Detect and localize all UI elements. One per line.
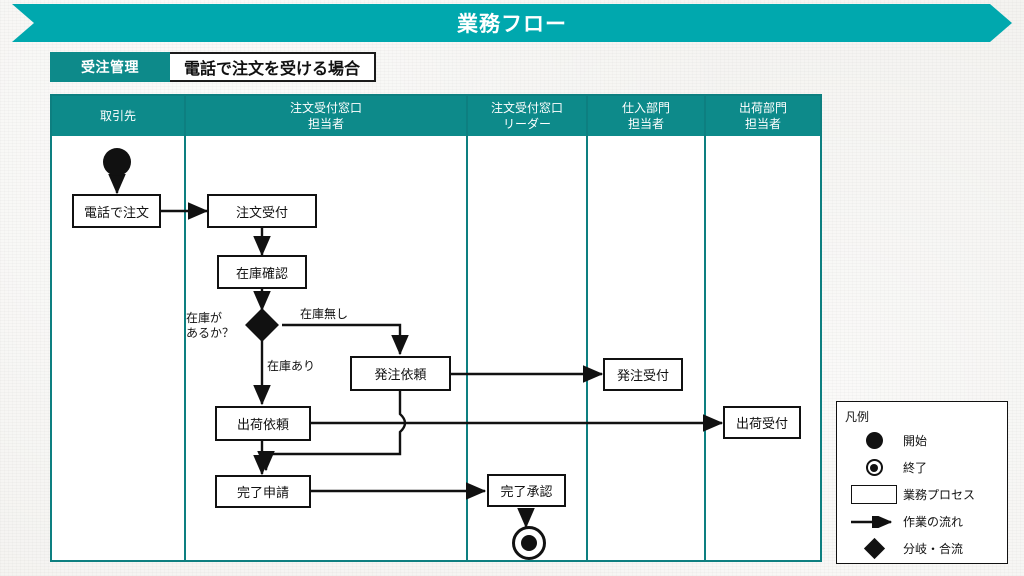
subheader: 受注管理 電話で注文を受ける場合 bbox=[50, 52, 377, 82]
legend-title: 凡例 bbox=[845, 410, 870, 424]
legend-item-decision: 分岐・合流 bbox=[845, 535, 999, 562]
lane-header-line1: 注文受付窓口 bbox=[490, 100, 563, 115]
process-box-icon bbox=[845, 485, 903, 504]
swimlane-table: 取引先 注文受付窓口 担当者 注文受付窓口 リーダー 仕入部門 担当者 出荷部門… bbox=[50, 94, 822, 562]
legend-item-label: 業務プロセス bbox=[903, 488, 976, 502]
lane-column-shipping bbox=[706, 136, 820, 560]
legend-item-label: 終了 bbox=[903, 461, 928, 475]
page-title: 業務フロー bbox=[457, 12, 567, 36]
lane-header-shipping: 出荷部門 担当者 bbox=[706, 96, 820, 136]
page-title-ribbon: 業務フロー bbox=[12, 4, 1012, 42]
legend-panel: 凡例 開始 終了 業務プロセス 作業の流れ 分岐・合流 bbox=[836, 401, 1008, 564]
swimlane-body bbox=[52, 136, 820, 560]
diamond-icon bbox=[845, 537, 903, 560]
lane-header-line1: 仕入部門 bbox=[621, 100, 670, 115]
start-dot-icon bbox=[845, 432, 903, 449]
legend-item-label: 開始 bbox=[903, 434, 928, 448]
lane-header-line2: リーダー bbox=[502, 117, 551, 131]
end-dot-icon bbox=[845, 459, 903, 476]
lane-column-customer bbox=[52, 136, 186, 560]
lane-header-line1: 出荷部門 bbox=[738, 100, 787, 115]
lane-header-purchasing: 仕入部門 担当者 bbox=[588, 96, 706, 136]
lane-header-line2: 担当者 bbox=[307, 117, 344, 131]
arrow-icon bbox=[845, 515, 903, 528]
case-title: 電話で注文を受ける場合 bbox=[170, 52, 377, 82]
lane-header-line2: 担当者 bbox=[627, 117, 664, 131]
lane-column-order-desk-staff bbox=[186, 136, 468, 560]
category-badge: 受注管理 bbox=[50, 52, 170, 82]
legend-item-label: 作業の流れ bbox=[903, 515, 964, 529]
legend-item-flow: 作業の流れ bbox=[845, 508, 999, 535]
lane-column-order-desk-leader bbox=[468, 136, 588, 560]
lane-header-line2: 担当者 bbox=[744, 117, 781, 131]
lane-header-line1: 注文受付窓口 bbox=[289, 100, 362, 115]
lane-column-purchasing bbox=[588, 136, 706, 560]
lane-header-line1: 取引先 bbox=[99, 108, 136, 123]
legend-item-start: 開始 bbox=[845, 427, 999, 454]
lane-header-order-desk-staff: 注文受付窓口 担当者 bbox=[186, 96, 468, 136]
swimlane-header-row: 取引先 注文受付窓口 担当者 注文受付窓口 リーダー 仕入部門 担当者 出荷部門… bbox=[52, 96, 820, 136]
lane-header-customer: 取引先 bbox=[52, 96, 186, 136]
legend-item-label: 分岐・合流 bbox=[903, 542, 964, 556]
lane-header-order-desk-leader: 注文受付窓口 リーダー bbox=[468, 96, 588, 136]
legend-item-end: 終了 bbox=[845, 454, 999, 481]
legend-item-process: 業務プロセス bbox=[845, 481, 999, 508]
